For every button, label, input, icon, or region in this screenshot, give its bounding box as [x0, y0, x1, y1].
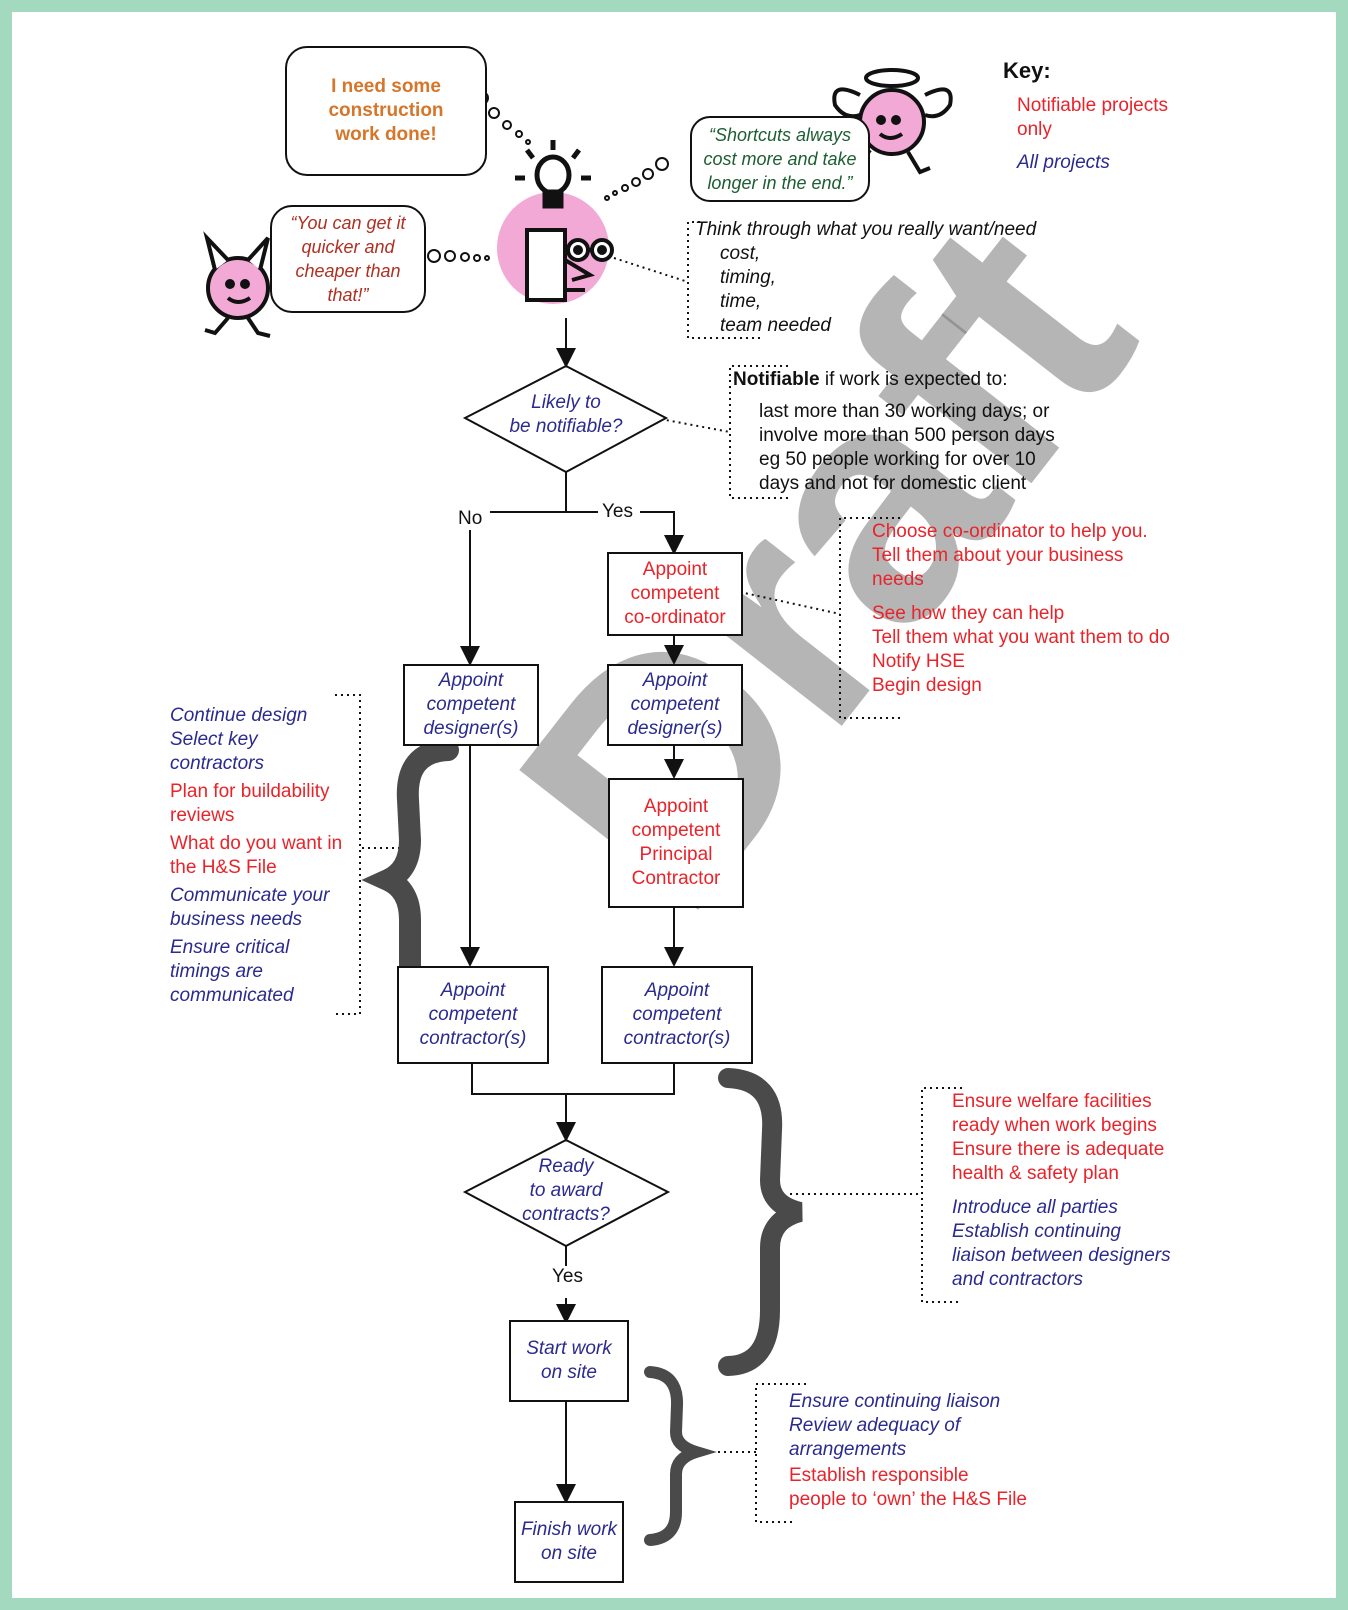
- label-yes-2: Yes: [550, 1266, 585, 1288]
- key-notifiable-only: Notifiable projects only: [1017, 95, 1169, 140]
- label-yes: Yes: [600, 501, 635, 523]
- award-stage-note: Ensure welfare facilities ready when wor…: [952, 1091, 1171, 1290]
- box-appoint-contractor-left: Appoint competent contractor(s): [397, 966, 549, 1064]
- label-no: No: [456, 508, 485, 530]
- angel-icon: [832, 68, 953, 175]
- angel-speech-bubble: “Shortcuts always cost more and take lon…: [690, 116, 870, 202]
- brace-left: [361, 739, 459, 1009]
- box-appoint-designer-right: Appoint competent designer(s): [607, 664, 743, 746]
- devil-icon: [203, 231, 271, 338]
- brace-bottom: [644, 1366, 717, 1546]
- decision-likely-notifiable: Likely to be notifiable?: [509, 392, 623, 437]
- decision-ready-to-award: Ready to award contracts?: [522, 1156, 610, 1225]
- box-appoint-contractor-right: Appoint competent contractor(s): [601, 966, 753, 1064]
- lightbulb-icon: [515, 140, 591, 209]
- box-start-work-on-site: Start work on site: [509, 1320, 629, 1402]
- box-appoint-principal-contractor: Appoint competent Principal Contractor: [608, 778, 744, 908]
- box-appoint-designer-left: Appoint competent designer(s): [403, 664, 539, 746]
- client-face-icon: [525, 228, 614, 302]
- coordinator-note: Choose co-ordinator to help you. Tell th…: [872, 521, 1170, 696]
- box-finish-work-on-site: Finish work on site: [514, 1501, 624, 1583]
- design-stage-note: Continue design Select key contractors P…: [170, 705, 343, 1006]
- site-stage-note: Ensure continuing liaison Review adequac…: [789, 1391, 1027, 1510]
- client-speech-bubble: I need some construction work done!: [285, 46, 487, 176]
- key-all-projects: All projects: [1017, 152, 1110, 173]
- devil-speech-bubble: “You can get it quicker and cheaper than…: [270, 205, 426, 313]
- box-appoint-coordinator: Appoint competent co-ordinator: [607, 552, 743, 636]
- think-note: Think through what you really want/need …: [695, 219, 1037, 336]
- devil-thought-dots: [427, 249, 490, 263]
- key-title: Key:: [1003, 58, 1051, 83]
- notifiable-note: Notifiable if work is expected to: last …: [733, 369, 1055, 494]
- angel-thought-dots: [604, 157, 669, 201]
- brace-right: [718, 1068, 804, 1376]
